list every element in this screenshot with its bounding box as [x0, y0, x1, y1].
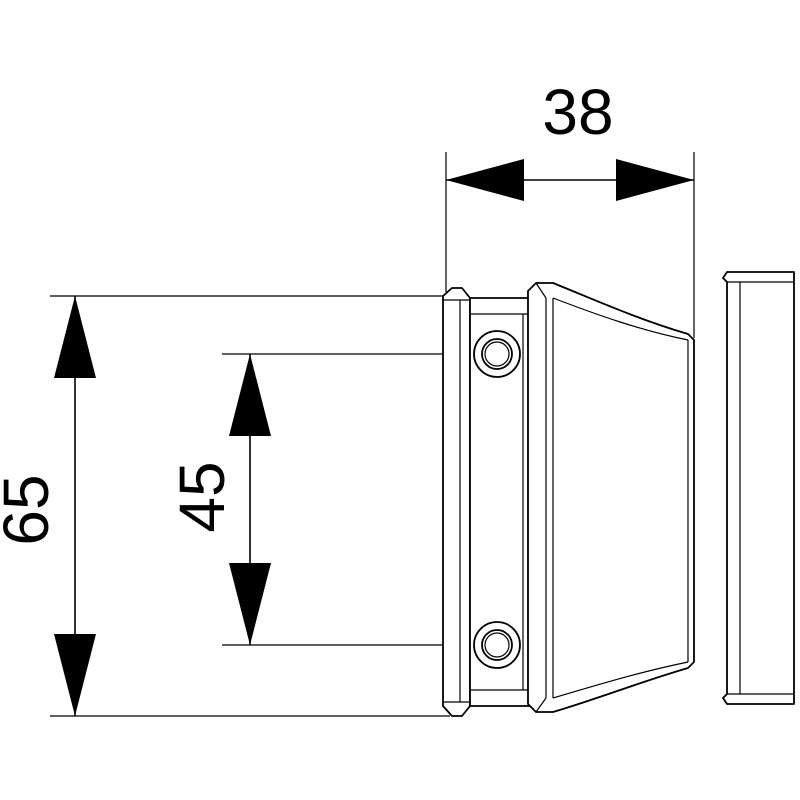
dimension-label-width: 38: [542, 76, 613, 148]
arrowhead-down-inner: [229, 563, 271, 645]
arrowhead-up: [54, 296, 96, 378]
hinge-body: [469, 297, 532, 707]
arrowhead-down: [54, 634, 96, 716]
screw-hole-top: [473, 330, 521, 378]
dimension-label-total-height: 65: [0, 474, 62, 545]
arrowhead-left: [446, 159, 524, 201]
mounting-flange: [442, 287, 471, 717]
tapered-cover: [527, 282, 695, 713]
dimension-width: 38: [446, 76, 694, 201]
dimension-hole-spacing: 45: [166, 354, 271, 645]
dimension-total-height: 65: [0, 296, 96, 716]
screw-hole-bottom: [473, 621, 521, 669]
end-cap-plate: [722, 271, 795, 705]
arrowhead-right: [616, 159, 694, 201]
arrowhead-up-inner: [229, 354, 271, 436]
dimension-label-hole-spacing: 45: [166, 461, 238, 532]
